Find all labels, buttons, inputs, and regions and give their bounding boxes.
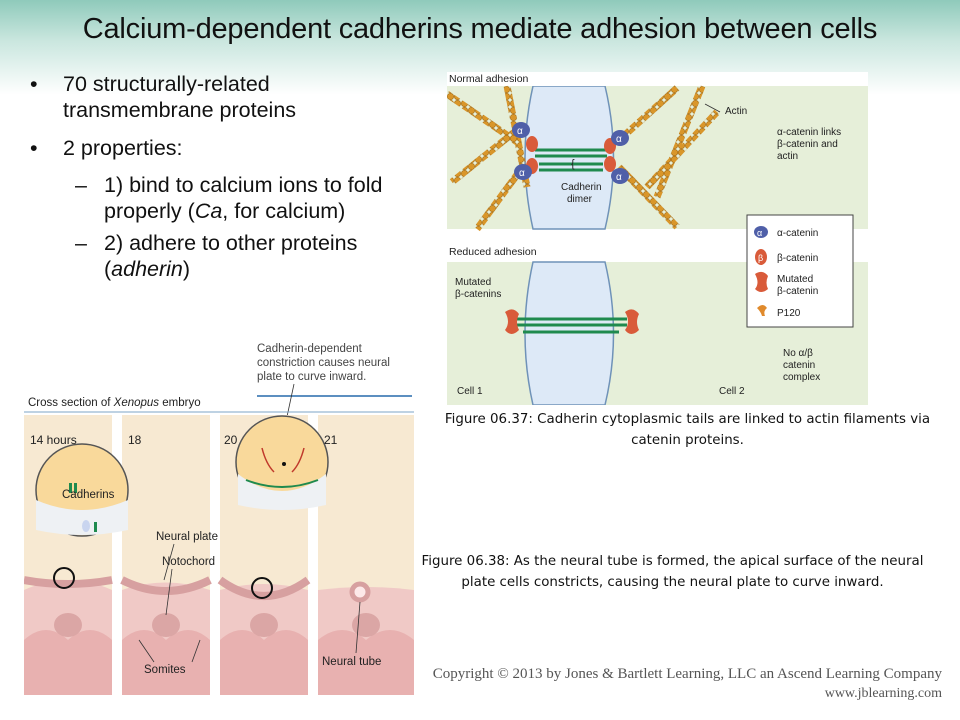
stage-label-18: 18: [128, 433, 142, 447]
reduced-adhesion-label: Reduced adhesion: [449, 246, 537, 258]
legend-beta: β-catenin: [777, 253, 818, 264]
cross-section-prefix: Cross section of: [28, 397, 114, 409]
links-label-3: actin: [777, 151, 798, 162]
sub-bullet-text-end: ): [182, 256, 191, 281]
cross-section-suffix: embryo: [159, 397, 201, 409]
reduced-cadherin-dimers: [517, 317, 627, 334]
svg-text:α: α: [519, 168, 525, 179]
links-label-1: α-catenin links: [777, 127, 841, 138]
normal-adhesion-label: Normal adhesion: [449, 73, 529, 85]
stage-panels: [24, 415, 414, 695]
svg-text:α: α: [616, 172, 622, 183]
cross-section-italic: Xenopus: [113, 397, 160, 409]
neural-tube-figure: Cadherin-dependent constriction causes n…: [24, 343, 414, 695]
legend-p120: P120: [777, 308, 801, 319]
figure-caption-0638: Figure 06.38: As the neural tube is form…: [421, 554, 924, 590]
bullet-marker: •: [30, 72, 38, 96]
cadherin-dimers: [535, 148, 607, 172]
figure-caption-0637: Figure 06.37: Cadherin cytoplasmic tails…: [444, 412, 931, 448]
links-label-2: β-catenin and: [777, 139, 838, 150]
bullet-list: • 70 structurally-related transmembrane …: [30, 72, 420, 289]
sub-bullet-text: 2) adhere to other proteins (: [104, 230, 358, 281]
bullet-item: • 2 properties:: [30, 136, 420, 162]
mutated-label-1: Mutated: [455, 277, 491, 288]
cadherin-adhesion-figure: Normal adhesion Actin { Cadherin dimer α…: [447, 72, 868, 405]
actin-label: Actin: [725, 106, 747, 117]
catenin-complex-cell1: α α: [512, 122, 538, 180]
mutated-beta-catenins: [505, 309, 639, 334]
mutated-label-2: β-catenins: [455, 289, 501, 300]
sub-bullet-marker: –: [75, 173, 87, 198]
sub-bullet-text-end: , for calcium): [222, 199, 346, 224]
bullet-text: 2 properties:: [63, 135, 183, 160]
neural-tube-label: Neural tube: [322, 656, 381, 668]
svg-text:Cross section of Xenopus embry: Cross section of Xenopus embryo: [28, 397, 201, 409]
cell-2-label: Cell 2: [719, 386, 745, 397]
slide-title: Calcium-dependent cadherins mediate adhe…: [82, 13, 878, 45]
sub-bullet-item: – 1) bind to calcium ions to fold proper…: [30, 173, 420, 225]
no-complex-label-1: No α/β: [783, 348, 813, 359]
cadherins-label: Cadherins: [62, 489, 115, 501]
legend-alpha: α-catenin: [777, 228, 818, 239]
publisher-url: www.jblearning.com: [824, 685, 942, 701]
cadherin-dimer-label-2: dimer: [567, 194, 593, 205]
cadherin-dimer-label-1: Cadherin: [561, 182, 602, 193]
bullet-text: 70 structurally-related transmembrane pr…: [63, 72, 297, 122]
legend-mutated-2: β-catenin: [777, 286, 818, 297]
callout-line-1: Cadherin-dependent: [257, 343, 363, 355]
sub-bullet-italic: Ca: [194, 199, 223, 224]
stage-label-14-hours: 14 hours: [30, 433, 77, 447]
svg-text:α: α: [517, 126, 523, 137]
callout-line-3: plate to curve inward.: [257, 371, 366, 383]
no-complex-label-2: catenin: [783, 360, 815, 371]
svg-text:α: α: [616, 134, 622, 145]
bullet-item: • 70 structurally-related transmembrane …: [30, 72, 420, 124]
neural-plate-label: Neural plate: [156, 531, 218, 543]
constriction-zoom-circle: [235, 415, 329, 510]
svg-text:α: α: [757, 228, 762, 238]
copyright-line: Copyright © 2013 by Jones & Bartlett Lea…: [432, 666, 942, 682]
svg-text:β: β: [758, 253, 763, 263]
sub-bullet-text: 1) bind to calcium ions to fold properly…: [104, 173, 383, 224]
sub-bullet-marker: –: [75, 230, 87, 255]
figure-legend: α α-catenin β β-catenin Mutated β-cateni…: [746, 214, 854, 328]
sub-bullet-italic: adherin: [111, 256, 183, 281]
somites-label: Somites: [144, 664, 186, 676]
svg-text:{: {: [571, 158, 575, 170]
no-complex-label-3: complex: [783, 372, 820, 383]
stage-label-21: 21: [324, 433, 338, 447]
bullet-marker: •: [30, 135, 38, 160]
catenin-complex-cell2: α α: [604, 130, 629, 184]
cadherins-zoom-circle: [35, 443, 129, 537]
notochord-label: Notochord: [162, 556, 215, 568]
sub-bullet-item: – 2) adhere to other proteins (adherin): [30, 231, 420, 283]
copyright-notice: Copyright © 2013 by Jones & Bartlett Lea…: [433, 665, 942, 703]
legend-mutated-1: Mutated: [777, 274, 813, 285]
cell-1-label: Cell 1: [457, 386, 483, 397]
callout-line-2: constriction causes neural: [257, 357, 390, 369]
stage-label-20: 20: [224, 433, 238, 447]
